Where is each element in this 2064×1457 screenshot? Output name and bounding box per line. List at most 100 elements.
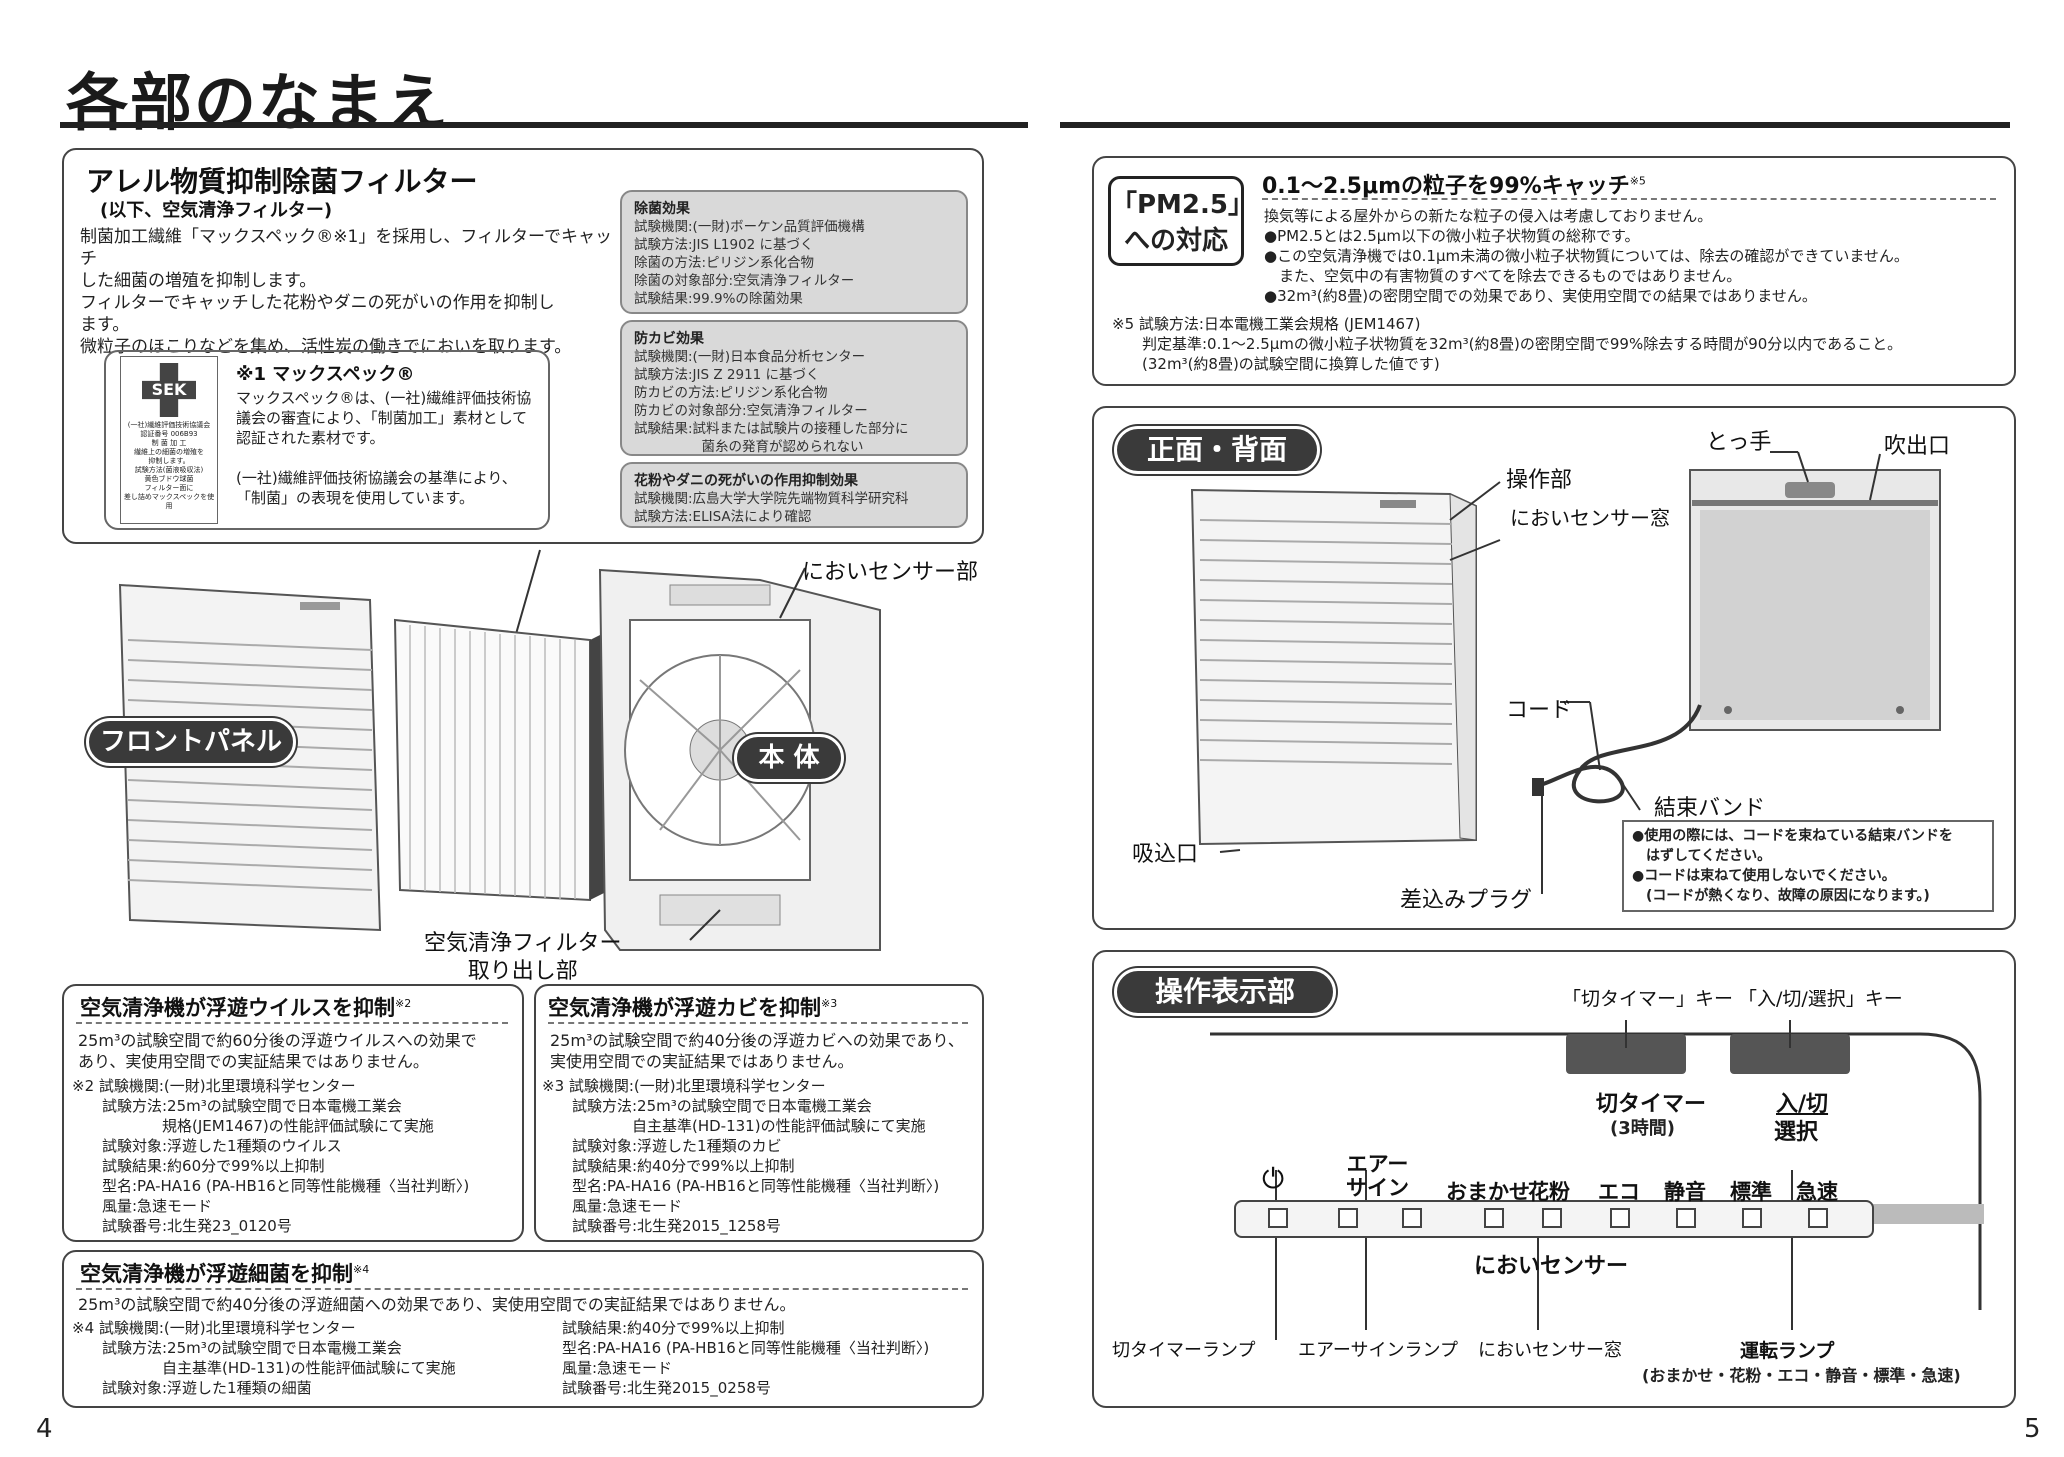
mode-omakase: おまかせ [1446,1180,1530,1204]
virus-box [62,984,524,1242]
effect-pollen-body: 試験機関:広島大学大学院先端物質科学研究科 試験方法:ELISA法により確認 [634,491,909,525]
title-rule [60,122,1028,128]
virus-desc: 25m³の試験空間で約60分後の浮遊ウイルスへの効果で あり、実使用空間での実証… [78,1031,477,1071]
pm25-box [1092,156,2016,386]
bacteria-mark: ※4 [353,1263,370,1276]
pm25-title-text: 0.1〜2.5μmの粒子を99%キャッチ [1262,174,1630,199]
mode-rapid: 急速 [1796,1180,1838,1204]
pm25-note: ※5 試験方法:日本電機工業会規格 (JEM1467) 判定基準:0.1〜2.5… [1112,315,1903,373]
cord-warning: ●使用の際には、コードを束ねている結束バンドを はずしてください。 ●コードは束… [1622,820,1994,912]
mode-pollen: 花粉 [1528,1180,1570,1204]
filter-removal-label: 空気清浄フィルター 取り出し部 [424,931,622,984]
page-title: 各部のなまえ [66,66,451,139]
maxpec-note-body: マックスペック®は、(一社)繊維評価技術協 議会の審査により、「制菌加工」素材と… [236,389,532,507]
bacteria-details-left: ※4 試験機関:(一財)北里環境科学センター 試験方法:25m³の試験空間で日本… [72,1319,456,1397]
pm25-badge: 「PM2.5」 への対応 [1108,176,1254,266]
title-rule-right [1060,122,2010,128]
mold-title: 空気清浄機が浮遊カビを抑制※3 [548,992,837,1022]
air-sign-lamp-2 [1402,1208,1422,1228]
mold-box [534,984,984,1242]
timer-label: 切タイマー [1596,1092,1707,1117]
handle-label: とっ手 [1706,430,1772,455]
filter-subtitle: (以下、空気清浄フィルター) [100,200,333,221]
mold-mark: ※3 [821,997,838,1010]
mold-details: ※3 試験機関:(一財)北里環境科学センター 試験方法:25m³の試験空間で日本… [542,1077,940,1235]
timer-sub-label: (3時間) [1610,1118,1675,1139]
mold-desc: 25m³の試験空間で約40分後の浮遊カビへの効果であり、 実使用空間での実証結果… [550,1031,964,1071]
sek-certificate: SEK (一社)繊維評価技術協議会 認証番号 006B93 制 菌 加 工 繊維… [120,356,218,524]
mode-eco: エコ [1598,1180,1640,1204]
front-back-illustration [1190,451,1941,894]
pm25-body: 換気等による屋外からの新たな粒子の侵入は考慮しておりません。 ●PM2.5とは2… [1264,207,1909,305]
power-key-label: 「入/切/選択」キー [1738,988,1903,1010]
bacteria-divider [76,1288,968,1290]
mode-lamp-rapid [1808,1208,1828,1228]
operation-label: 操作部 [1506,468,1573,493]
maxpec-note-box [104,350,550,530]
effect-sterilize: 除菌効果 試験機関:(一財)ボーケン品質評価機構 試験方法:JIS L1902 … [620,190,968,314]
air-sign-lamp-1 [1338,1208,1358,1228]
mode-standard: 標準 [1730,1180,1772,1204]
main-body-badge: 本 体 [734,734,844,782]
mold-title-text: 空気清浄機が浮遊カビを抑制 [548,996,821,1020]
timer-lamp [1268,1208,1288,1228]
effect-pollen: 花粉やダニの死がいの作用抑制効果 試験機関:広島大学大学院先端物質科学研究科 試… [620,462,968,528]
odor-window-panel-label: においセンサー窓 [1478,1340,1622,1361]
page-number-right: 5 [2024,1414,2041,1444]
bacteria-box [62,1250,984,1408]
effect-pollen-head: 花粉やダニの死がいの作用抑制効果 [634,473,858,489]
cord-label: コード [1506,698,1573,723]
maxpec-note-title: ※1 マックスペック® [236,364,415,385]
pm25-title: 0.1〜2.5μmの粒子を99%キャッチ※5 [1262,168,1646,200]
sek-logo-icon: SEK [142,363,196,417]
outlet-label: 吹出口 [1884,434,1951,459]
air-lamp-label: エアーサインランプ [1298,1340,1459,1361]
air-sign-label: エアー サイン [1346,1152,1409,1200]
mode-lamp-quiet [1676,1208,1696,1228]
page-number-left: 4 [36,1414,53,1444]
virus-title: 空気清浄機が浮遊ウイルスを抑制※2 [80,992,411,1022]
virus-details: ※2 試験機関:(一財)北里環境科学センター 試験方法:25m³の試験空間で日本… [72,1077,470,1235]
run-lamp-label: 運転ランプ [1740,1340,1835,1362]
bacteria-details-right: 試験結果:約40分で99%以上抑制 型名:PA-HA16 (PA-HB16と同等… [562,1319,930,1397]
effect-sterilize-head: 除菌効果 [634,201,690,217]
odor-sensor-label: においセンサー [1474,1254,1629,1279]
mode-quiet: 静音 [1664,1180,1706,1204]
run-lamp-sub-label: (おまかせ・花粉・エコ・静音・標準・急速) [1642,1366,1961,1385]
virus-divider [76,1022,508,1024]
pm25-divider [1262,198,1996,200]
plug-label: 差込みプラグ [1400,888,1533,913]
power-timer-icon: ⏻ [1262,1162,1285,1195]
mode-lamp-pollen [1542,1208,1562,1228]
front-back-heading: 正面・背面 [1114,426,1320,474]
effect-mold-head: 防カビ効果 [634,331,704,347]
sek-small-text: (一社)繊維評価技術協議会 認証番号 006B93 制 菌 加 工 繊維上の細菌… [123,421,215,510]
front-unit [1190,488,1477,846]
mode-lamp-eco [1610,1208,1630,1228]
effect-mold: 防カビ効果 試験機関:(一財)日本食品分析センター 試験方法:JIS Z 291… [620,320,968,456]
filter-title: アレル物質抑制除菌フィルター [86,165,478,198]
timer-key-label: 「切タイマー」キー [1562,988,1734,1010]
odor-window-label: においセンサー窓 [1510,506,1670,530]
power-label: 入/切 [1776,1092,1829,1117]
effect-sterilize-body: 試験機関:(一財)ボーケン品質評価機構 試験方法:JIS L1902 に基づく … [634,219,865,307]
virus-mark: ※2 [395,997,412,1010]
timer-lamp-label: 切タイマーランプ [1112,1340,1256,1361]
front-panel-badge: フロントパネル [86,718,296,766]
bacteria-title: 空気清浄機が浮遊細菌を抑制※4 [80,1258,369,1288]
mode-lamp-standard [1742,1208,1762,1228]
control-panel-heading: 操作表示部 [1114,968,1336,1016]
intake-label: 吸込口 [1132,842,1199,867]
mode-lamp-omakase [1484,1208,1504,1228]
bacteria-desc: 25m³の試験空間で約40分後の浮遊細菌への効果であり、実使用空間での実証結果で… [78,1295,796,1314]
effect-mold-body: 試験機関:(一財)日本食品分析センター 試験方法:JIS Z 2911 に基づく… [634,349,909,455]
bacteria-title-text: 空気清浄機が浮遊細菌を抑制 [80,1262,353,1286]
band-label: 結束バンド [1654,796,1766,821]
odor-sensor-part-label: においセンサー部 [802,560,979,585]
pm25-mark: ※5 [1629,174,1646,188]
back-unit [1689,469,1941,731]
virus-title-text: 空気清浄機が浮遊ウイルスを抑制 [80,996,395,1020]
filter-body: 制菌加工繊維「マックスペック®※1」を採用し、フィルターでキャッチ した細菌の増… [80,227,612,357]
filter-illustration [393,618,610,902]
select-label: 選択 [1774,1120,1819,1145]
